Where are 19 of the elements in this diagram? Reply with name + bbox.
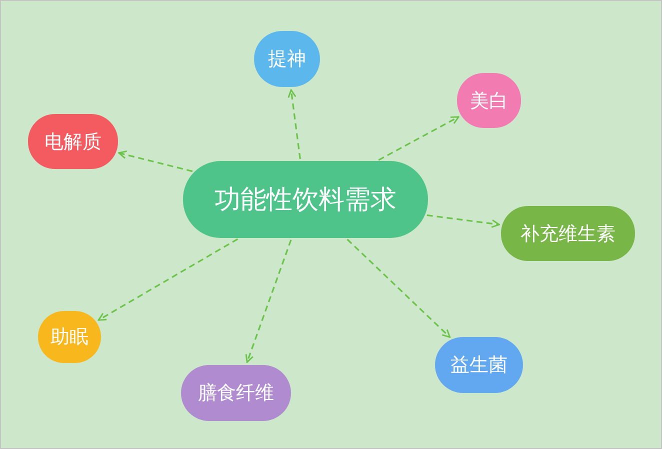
node-label: 电解质 xyxy=(44,130,102,154)
arrow xyxy=(378,116,460,161)
node-label: 益生菌 xyxy=(450,353,508,378)
topic-node xyxy=(38,311,101,363)
node-label: 膳食纤维 xyxy=(198,381,274,406)
arrow xyxy=(118,150,193,172)
arrow xyxy=(288,89,301,160)
arrow xyxy=(98,238,238,321)
arrow xyxy=(245,240,292,363)
node-label: 美白 xyxy=(470,88,508,114)
node-label: 补充维生素 xyxy=(520,222,616,246)
topic-node xyxy=(28,114,118,169)
arrow xyxy=(426,214,500,228)
topic-node xyxy=(501,206,635,261)
node-label: 提神 xyxy=(268,47,306,72)
node-label: 助眠 xyxy=(50,325,88,350)
node-label: 功能性饮料需求 xyxy=(214,184,396,217)
arrow xyxy=(346,238,451,338)
topic-node xyxy=(457,73,521,128)
